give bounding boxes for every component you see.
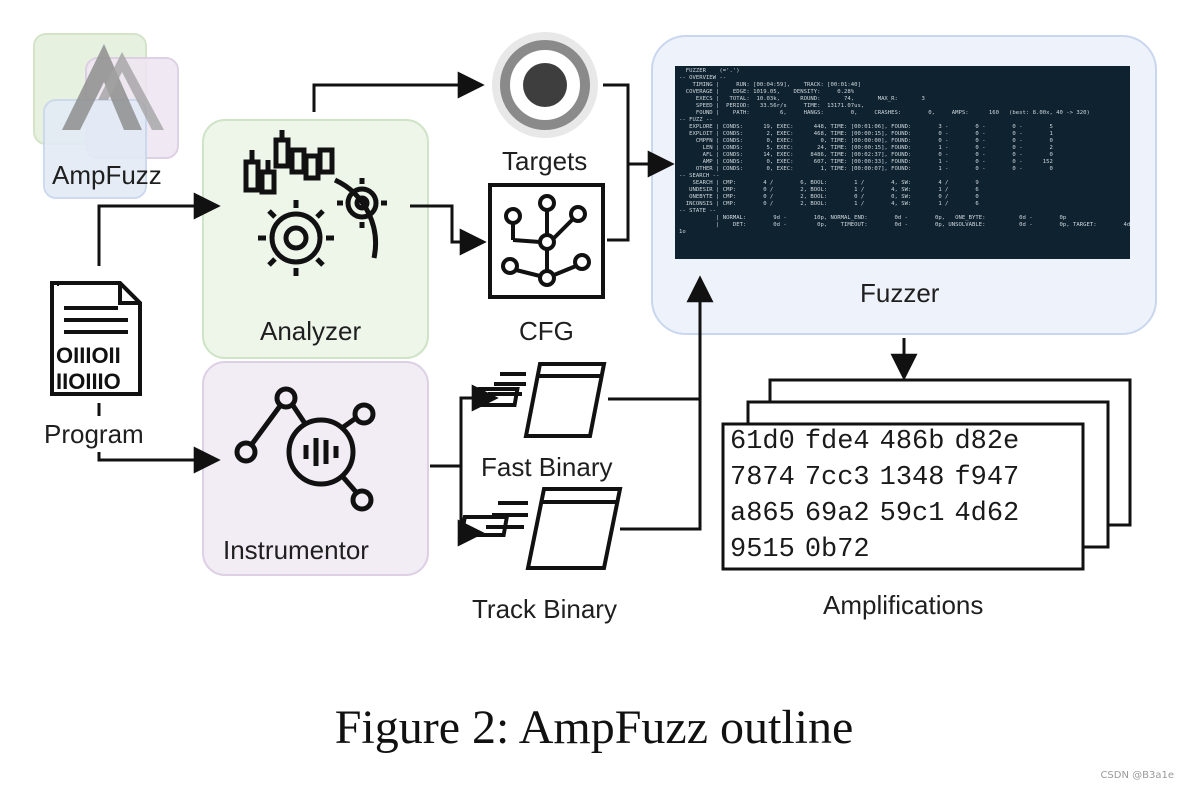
program-connectors: [97, 192, 221, 474]
track-binary-label: Track Binary: [472, 594, 617, 624]
cfg-node: CFG: [488, 183, 605, 346]
logo-text: AmpFuzz: [52, 160, 162, 190]
program-bits-2: IIOIIIO: [56, 369, 121, 394]
ampfuzz-logo: AmpFuzz: [33, 33, 179, 199]
cfg-label: CFG: [519, 316, 574, 346]
instrumentor-connectors: [430, 384, 499, 547]
targets-label: Targets: [502, 146, 587, 176]
instrumentor-label: Instrumentor: [223, 535, 369, 565]
amplification-card: [721, 422, 1085, 571]
amplification-value: 486b: [879, 427, 945, 457]
fast-binary-label: Fast Binary: [481, 452, 613, 482]
amplification-value: 7cc3: [804, 463, 870, 493]
amplification-value: f947: [954, 463, 1020, 493]
amplification-value: d82e: [954, 427, 1020, 457]
figure-caption: Figure 2: AmpFuzz outline: [334, 701, 854, 754]
fuzzer-terminal-screenshot: FUZZER (='.') -- OVERVIEW -- TIMING | RU…: [675, 66, 1130, 259]
instrumentor-node: Instrumentor: [202, 361, 429, 576]
target-icon: [492, 32, 598, 138]
amplification-value: fde4: [804, 427, 870, 457]
amplification-value: 9515: [730, 535, 795, 565]
amplification-value: 69a2: [804, 499, 870, 529]
image-credit: CSDN @B3a1e: [1100, 770, 1174, 781]
analyzer-label: Analyzer: [260, 316, 361, 346]
track-binary-icon: [459, 487, 623, 570]
program-label: Program: [44, 419, 144, 449]
targets-node: Targets: [492, 32, 598, 176]
fuzzer-input-connectors: [603, 83, 714, 531]
amplifications-label: Amplifications: [823, 590, 983, 620]
fuzzer-terminal-output: FUZZER (='.') -- OVERVIEW -- TIMING | RU…: [679, 68, 1130, 235]
program-node: OIIIOII IIOIIIO Program: [44, 281, 144, 449]
fast-binary-icon: [474, 362, 607, 438]
amplification-value: 7874: [730, 463, 795, 493]
analyzer-node: Analyzer: [202, 119, 429, 359]
amplification-value: 59c1: [879, 499, 945, 529]
amplification-value: 61d0: [730, 427, 795, 457]
analyzer-connectors: [312, 71, 487, 256]
instrumentor-icon: [234, 386, 376, 512]
fuzzer-label: Fuzzer: [860, 278, 940, 308]
program-bits-1: OIIIOII: [56, 343, 121, 368]
amplification-value: a865: [730, 499, 795, 529]
fast-binary-node: Fast Binary: [474, 362, 613, 482]
amplification-value: 1348: [879, 463, 945, 493]
analyzer-icon: [243, 130, 387, 276]
amplification-value: 4d62: [954, 499, 1020, 529]
document-icon: [50, 281, 142, 396]
cfg-graph-icon: [488, 183, 605, 299]
amplifications-stack: Amplifications: [721, 378, 1132, 620]
track-binary-node: Track Binary: [459, 487, 623, 624]
amplification-value: 0b72: [804, 535, 870, 565]
amplification-hex-values: 61d0 fde4 486b d82e 7874 7cc3 1348 f947 a865 69a2…: [730, 424, 1080, 568]
